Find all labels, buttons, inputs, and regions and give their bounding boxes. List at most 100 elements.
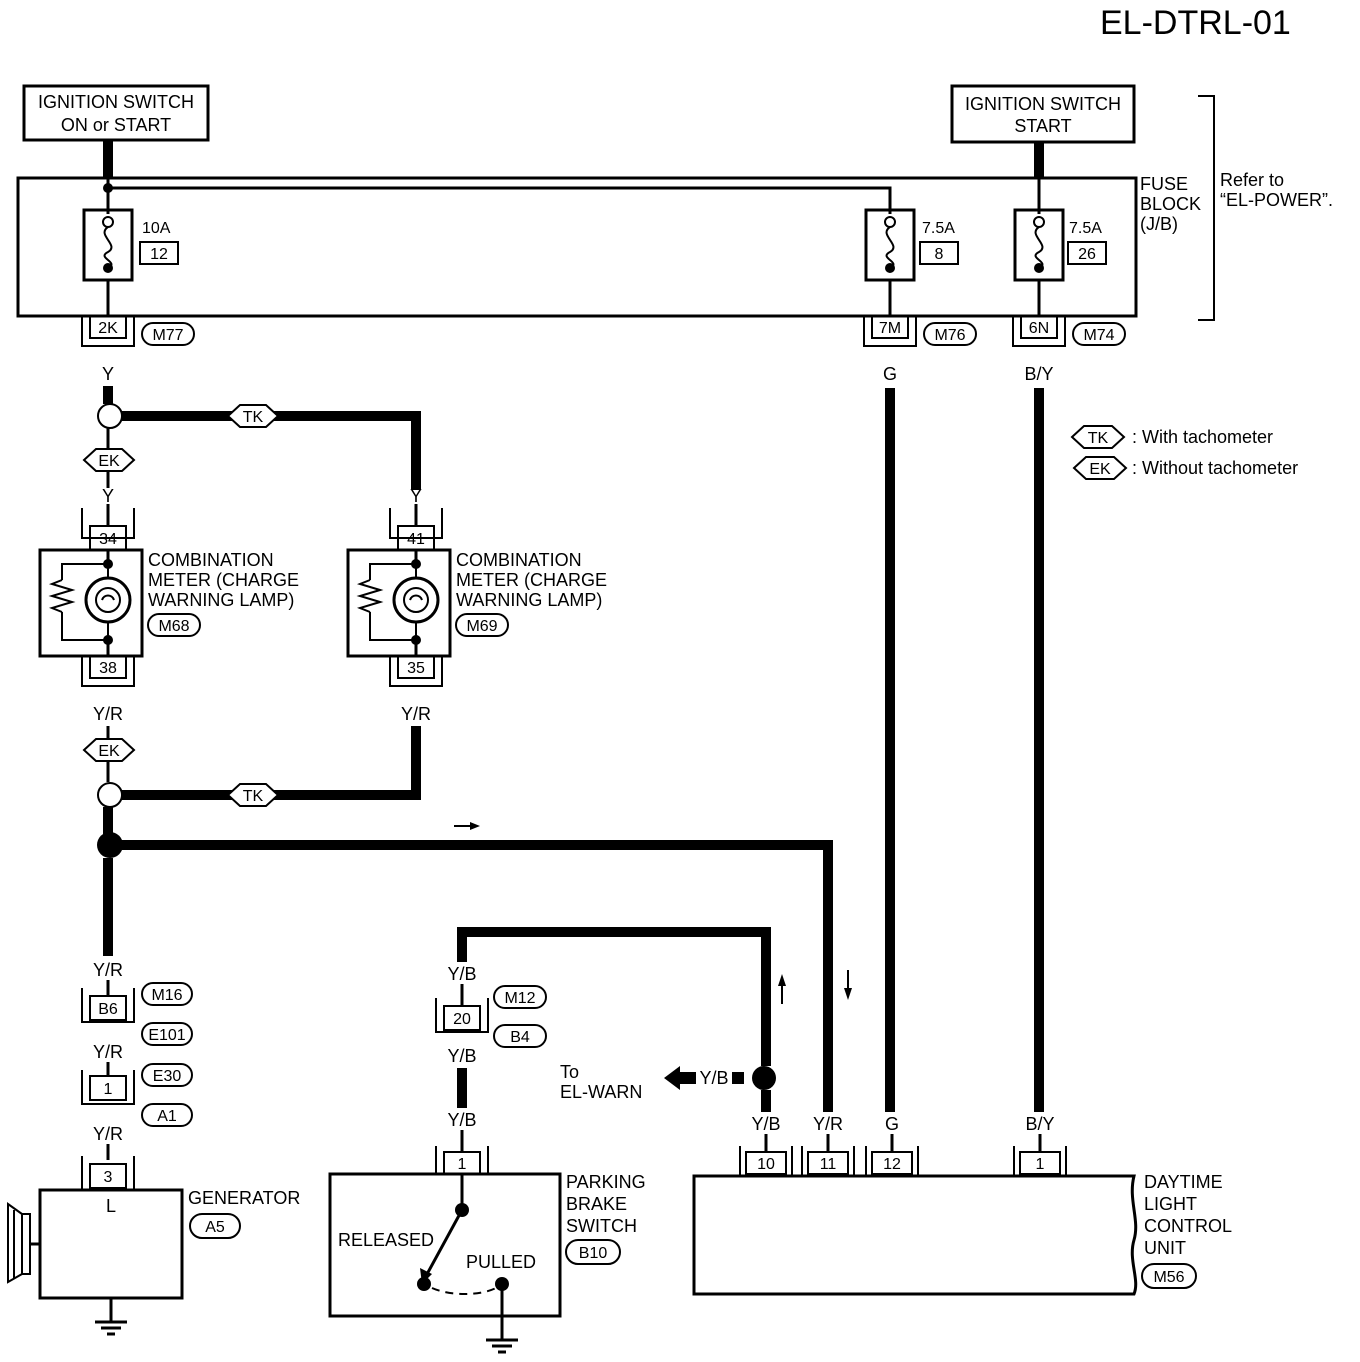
connector-m77-label: M77	[152, 327, 183, 344]
parking-pin-1: 1	[458, 1156, 467, 1173]
connector-m12-label: M12	[504, 990, 535, 1007]
wire-yb-1: Y/B	[447, 964, 476, 984]
ignition-switch-start: IGNITION SWITCH START	[950, 84, 1136, 144]
meter-m68-pin-38: 38	[99, 660, 117, 677]
diagram-title: EL-DTRL-01	[1100, 4, 1291, 42]
parking-label-1: PARKING	[566, 1172, 646, 1192]
connector-b6-label: B6	[98, 1001, 118, 1018]
connector-6n: 6N M74	[1012, 315, 1126, 347]
connector-b4-label: B4	[510, 1029, 530, 1046]
connector-7m-label: 7M	[879, 320, 901, 337]
meter-m69-line1: COMBINATION	[456, 550, 582, 570]
wire-y-2: Y	[102, 486, 114, 506]
wire-yr-4: Y/R	[93, 1042, 123, 1062]
legend-tk-tag: TK	[1088, 430, 1109, 447]
ignition-switch-on-start: IGNITION SWITCH ON or START	[22, 84, 210, 142]
wire-yr-3: Y/R	[93, 960, 123, 980]
dtrl-label-2: LIGHT	[1144, 1194, 1197, 1214]
meter-m69-pin-35: 35	[407, 660, 425, 677]
meter-m69-connector: M69	[466, 618, 497, 635]
parking-pulled: PULLED	[466, 1252, 536, 1272]
connector-m74-label: M74	[1083, 327, 1114, 344]
ignition-left-line2: ON or START	[61, 115, 171, 135]
wire-yr-1: Y/R	[93, 704, 123, 724]
meter-m68-pin-34: 34	[99, 531, 117, 548]
wire-yb-2: Y/B	[447, 1046, 476, 1066]
legend-ek-tag: EK	[1089, 461, 1111, 478]
ek-option-tag-1: EK	[82, 448, 136, 472]
connector-2k-label: 2K	[98, 320, 118, 337]
fuse-26-number: 26	[1078, 246, 1096, 263]
wire-g-1: G	[883, 364, 897, 384]
fuse-block-label-3: (J/B)	[1140, 214, 1178, 234]
fuse-12-number: 12	[150, 246, 168, 263]
parking-connector-b10: B10	[579, 1245, 608, 1262]
tk-tag-2: TK	[243, 788, 264, 805]
dtrl-pin-12: 12	[883, 1156, 901, 1173]
refer-line-2: “EL-POWER”.	[1220, 190, 1333, 210]
connector-2k: 2K M77	[81, 315, 195, 347]
combination-meter-m68: 34 38 COMBINATION METER (CHARGE WARNING …	[38, 504, 299, 687]
wire-yb-5: Y/B	[751, 1114, 780, 1134]
connector-20: 20 M12 B4	[435, 984, 547, 1048]
wire-g-2: G	[885, 1114, 899, 1134]
dtrl-connector-m56: M56	[1153, 1269, 1184, 1286]
fuse-12: 10A 12	[82, 208, 179, 282]
wire-y-3: Y	[410, 486, 422, 506]
generator-terminal-l: L	[106, 1196, 116, 1216]
tk-option-tag-1: TK	[226, 404, 280, 428]
dtrl-pin-11: 11	[820, 1156, 837, 1173]
fuse-block: 10A 12 7.5A 8 7.5A 26	[16, 176, 1138, 318]
legend-tk-desc: : With tachometer	[1132, 427, 1273, 447]
ignition-right-line1: IGNITION SWITCH	[965, 94, 1121, 114]
dtrl-connectors: 10 11 12 1	[739, 1134, 1067, 1177]
fuse-26-rating: 7.5A	[1069, 220, 1102, 237]
generator: 3 L GENERATOR A5	[7, 1144, 300, 1336]
to-label: To	[560, 1062, 579, 1082]
connector-e101-label: E101	[148, 1027, 185, 1044]
connector-1a-label: 1	[104, 1081, 113, 1098]
wire-yr-2: Y/R	[401, 704, 431, 724]
tk-tag-1: TK	[243, 409, 264, 426]
flow-arrow-up	[778, 974, 786, 1004]
connector-m16-label: M16	[151, 987, 182, 1004]
combination-meter-m69: 41 35 COMBINATION METER (CHARGE WARNING …	[346, 504, 607, 687]
meter-m69-pin-41: 41	[407, 531, 425, 548]
dtrl-pin-1: 1	[1036, 1156, 1045, 1173]
flow-arrow-down	[844, 970, 852, 1000]
meter-m68-connector: M68	[158, 618, 189, 635]
generator-pin-3: 3	[104, 1169, 113, 1186]
parking-released: RELEASED	[338, 1230, 434, 1250]
connector-e30-label: E30	[153, 1068, 182, 1085]
flow-arrow-right	[454, 822, 480, 830]
dtrl-label-3: CONTROL	[1144, 1216, 1232, 1236]
connector-m76-label: M76	[934, 327, 965, 344]
dtrl-pin-10: 10	[757, 1156, 775, 1173]
wire-yb-4: Y/B	[699, 1068, 728, 1088]
dtrl-label-1: DAYTIME	[1144, 1172, 1223, 1192]
fuse-block-label-2: BLOCK	[1140, 194, 1201, 214]
connector-b6: B6 M16 E101	[81, 980, 193, 1046]
generator-label: GENERATOR	[188, 1188, 300, 1208]
wire-yr-6: Y/R	[813, 1114, 843, 1134]
wire-by-1: B/Y	[1024, 364, 1053, 384]
fuse-8-number: 8	[935, 246, 944, 263]
meter-m69-line3: WARNING LAMP)	[456, 590, 602, 610]
connector-a1-label: A1	[157, 1108, 177, 1125]
parking-label-2: BRAKE	[566, 1194, 627, 1214]
connector-6n-label: 6N	[1029, 320, 1049, 337]
wire-by-2: B/Y	[1025, 1114, 1054, 1134]
connector-20-label: 20	[453, 1011, 471, 1028]
meter-m68-line3: WARNING LAMP)	[148, 590, 294, 610]
connector-7m: 7M M76	[863, 315, 977, 347]
el-warn-label: EL-WARN	[560, 1082, 642, 1102]
ek-option-tag-2: EK	[82, 738, 136, 762]
to-el-warn: Y/B To EL-WARN	[560, 1062, 776, 1102]
legend: TK : With tachometer EK : Without tachom…	[1070, 425, 1298, 480]
meter-m68-line2: METER (CHARGE	[148, 570, 299, 590]
parking-label-3: SWITCH	[566, 1216, 637, 1236]
parking-brake-switch: 1 RELEASED PULLED PARKING BRAKE SWITCH B…	[328, 1130, 646, 1354]
ignition-left-line1: IGNITION SWITCH	[38, 92, 194, 112]
fuse-8-rating: 7.5A	[922, 220, 955, 237]
